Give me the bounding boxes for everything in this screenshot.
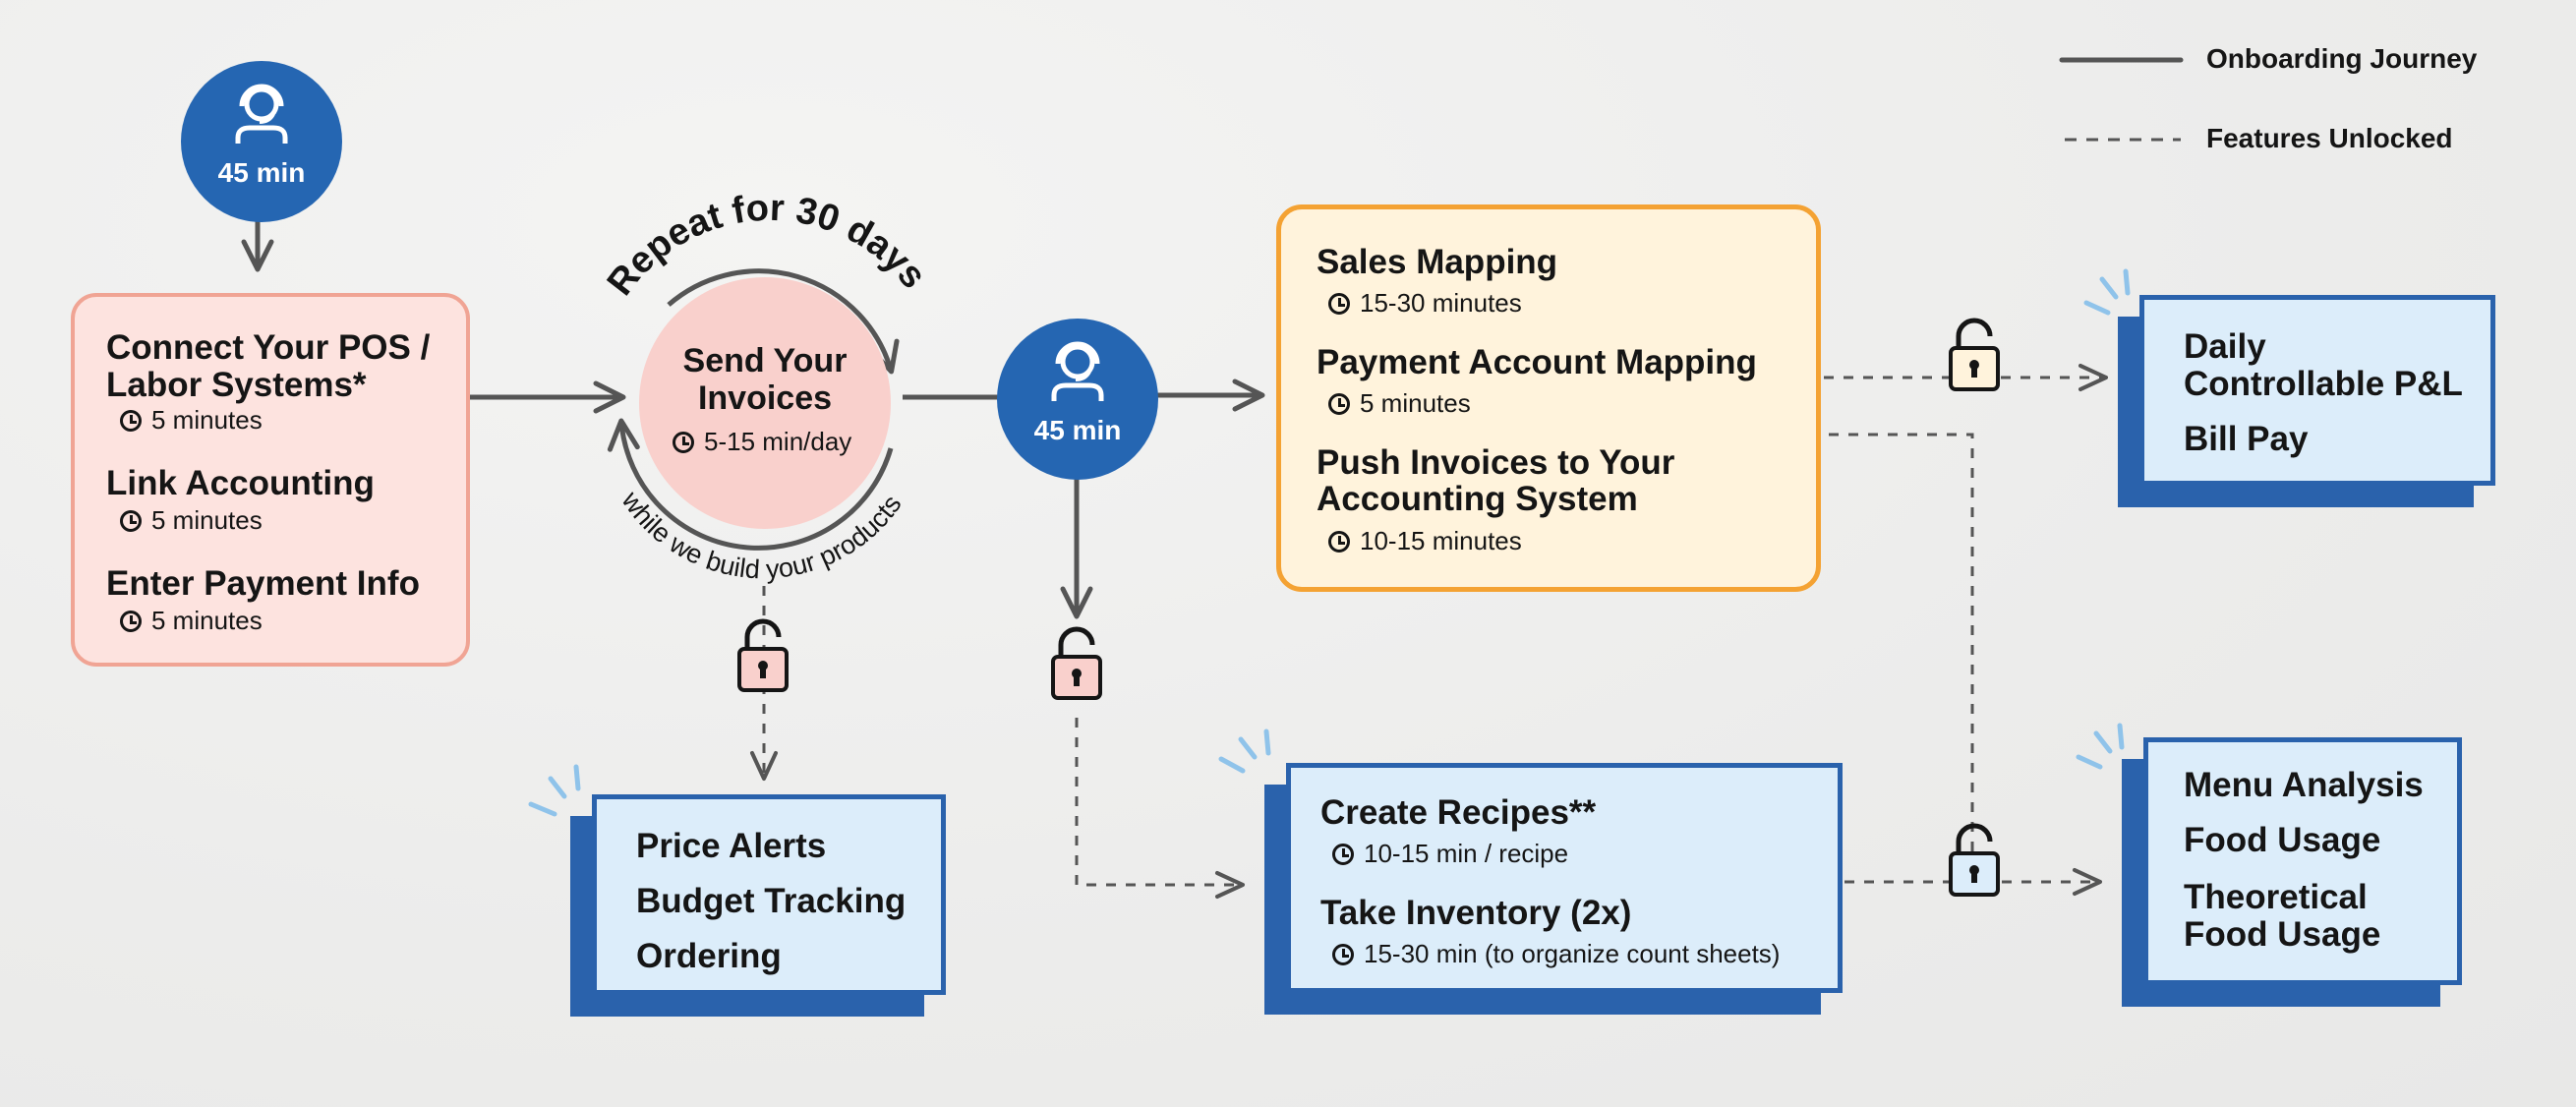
feature-label: Budget Tracking <box>636 882 907 920</box>
clock-icon <box>1328 392 1350 415</box>
unlock-icon <box>1949 823 2000 897</box>
dash-call2-to-recipes <box>1075 718 1245 899</box>
unlock-icon <box>1051 626 1102 700</box>
sparkle-featuresB <box>2083 268 2131 316</box>
mapping-item-title: Sales Mapping <box>1317 243 1558 281</box>
setup-item-title: Link Accounting <box>106 464 375 502</box>
feature-label: Food Usage <box>2184 821 2381 859</box>
recipes-item-time: 10-15 min / recipe <box>1332 839 1568 869</box>
setup-box: Connect Your POS / Labor Systems* 5 minu… <box>71 293 470 667</box>
features-unlocked-box: Price Alerts Budget Tracking Ordering <box>592 794 946 995</box>
setup-item-time: 5 minutes <box>120 606 263 636</box>
clock-icon <box>1328 292 1350 315</box>
support-agent-icon <box>1051 341 1104 401</box>
onboarding-call-2: 45 min <box>997 319 1158 480</box>
legend-features-label: Features Unlocked <box>2206 123 2453 153</box>
recipes-item-title: Create Recipes** <box>1320 793 1597 832</box>
recipes-item-title: Take Inventory (2x) <box>1320 894 1632 932</box>
setup-item-title: Connect Your POS / <box>106 328 431 367</box>
setup-item-title: Enter Payment Info <box>106 564 420 603</box>
feature-label: Theoretical <box>2184 878 2368 916</box>
feature-label: Food Usage <box>2184 915 2381 954</box>
mapping-item-title: Accounting System <box>1317 480 1638 518</box>
loop-arc-top <box>667 268 900 375</box>
call-1-duration: 45 min <box>217 157 306 188</box>
mapping-box: Sales Mapping 15-30 minutes Payment Acco… <box>1276 204 1821 592</box>
feature-label: Daily <box>2184 327 2266 366</box>
sparkle-recipes <box>1218 728 1271 774</box>
clock-icon <box>120 509 142 532</box>
feature-label: Ordering <box>636 937 782 975</box>
mapping-item-time: 5 minutes <box>1328 388 1471 419</box>
clock-icon <box>120 409 142 432</box>
clock-icon <box>1332 943 1354 965</box>
feature-label: Menu Analysis <box>2184 766 2424 804</box>
support-agent-icon <box>235 84 288 144</box>
dash-mapping-to-featuresC <box>1829 433 1974 855</box>
setup-item-time: 5 minutes <box>120 505 263 536</box>
feature-label: Controllable P&L <box>2184 365 2463 403</box>
call-2-duration: 45 min <box>1033 415 1122 445</box>
mapping-item-title: Payment Account Mapping <box>1317 343 1757 381</box>
features-unlocked-box: Daily Controllable P&L Bill Pay <box>2139 295 2495 486</box>
onboarding-call-1: 45 min <box>181 61 342 222</box>
setup-item-time: 5 minutes <box>120 405 263 436</box>
feature-label: Bill Pay <box>2184 420 2309 458</box>
clock-icon <box>120 610 142 632</box>
invoices-title: Invoices <box>697 379 833 417</box>
clock-icon <box>1332 843 1354 865</box>
features-unlocked-box: Menu Analysis Food Usage Theoretical Foo… <box>2143 737 2462 985</box>
setup-item-title: Labor Systems* <box>106 366 367 404</box>
sparkle-featuresC <box>2076 723 2125 770</box>
clock-icon <box>1328 530 1350 553</box>
unlock-icon <box>737 618 789 692</box>
recipes-inventory-box: Create Recipes** 10-15 min / recipe Take… <box>1286 763 1843 993</box>
loop-arc-bottom <box>607 418 894 551</box>
invoices-time: 5-15 min/day <box>673 427 851 457</box>
send-invoices-step: Send Your Invoices 5-15 min/day <box>639 277 891 529</box>
unlock-icon <box>1949 318 2000 391</box>
feature-label: Price Alerts <box>636 827 827 865</box>
mapping-item-title: Push Invoices to Your <box>1317 443 1675 482</box>
legend-journey-label: Onboarding Journey <box>2206 43 2478 74</box>
invoices-title: Send Your <box>682 342 848 379</box>
mapping-item-time: 15-30 minutes <box>1328 288 1522 319</box>
recipes-item-time: 15-30 min (to organize count sheets) <box>1332 939 1780 969</box>
clock-icon <box>673 431 694 453</box>
mapping-item-time: 10-15 minutes <box>1328 526 1522 556</box>
sparkle-featuresA <box>528 764 581 817</box>
